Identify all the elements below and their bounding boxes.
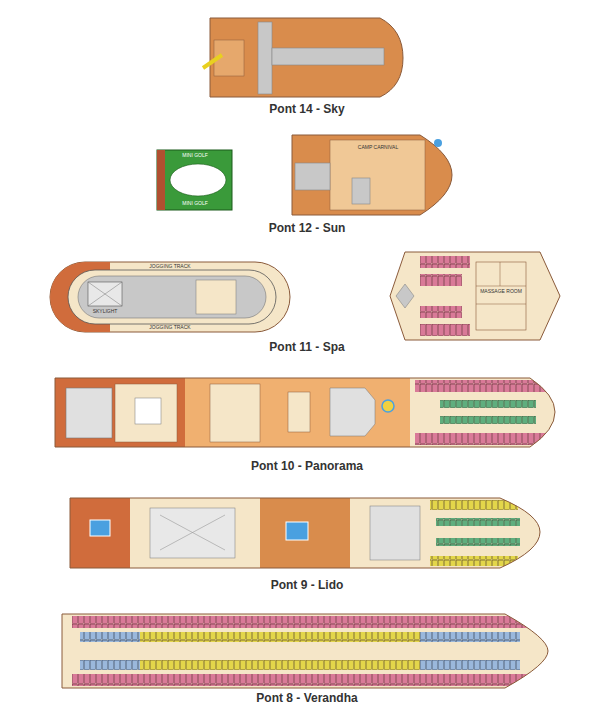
area-label: MASSAGE ROOM xyxy=(480,289,522,295)
deck-caption: Pont 10 - Panorama xyxy=(251,460,363,473)
deck-caption: Pont 14 - Sky xyxy=(269,103,344,116)
area-label: SKYLIGHT xyxy=(93,309,118,315)
area-label: MINI GOLF xyxy=(182,201,208,207)
deck-caption: Pont 9 - Lido xyxy=(271,579,344,592)
area-label: MINI GOLF xyxy=(182,153,208,159)
deck-caption: Pont 12 - Sun xyxy=(269,222,346,235)
deck-caption: Pont 11 - Spa xyxy=(269,341,344,354)
area-label: JOGGING TRACK xyxy=(149,325,190,331)
deck-caption: Pont 8 - Verandha xyxy=(256,692,357,705)
area-label: JOGGING TRACK xyxy=(149,264,190,270)
area-label: CAMP CARNIVAL xyxy=(358,145,398,151)
